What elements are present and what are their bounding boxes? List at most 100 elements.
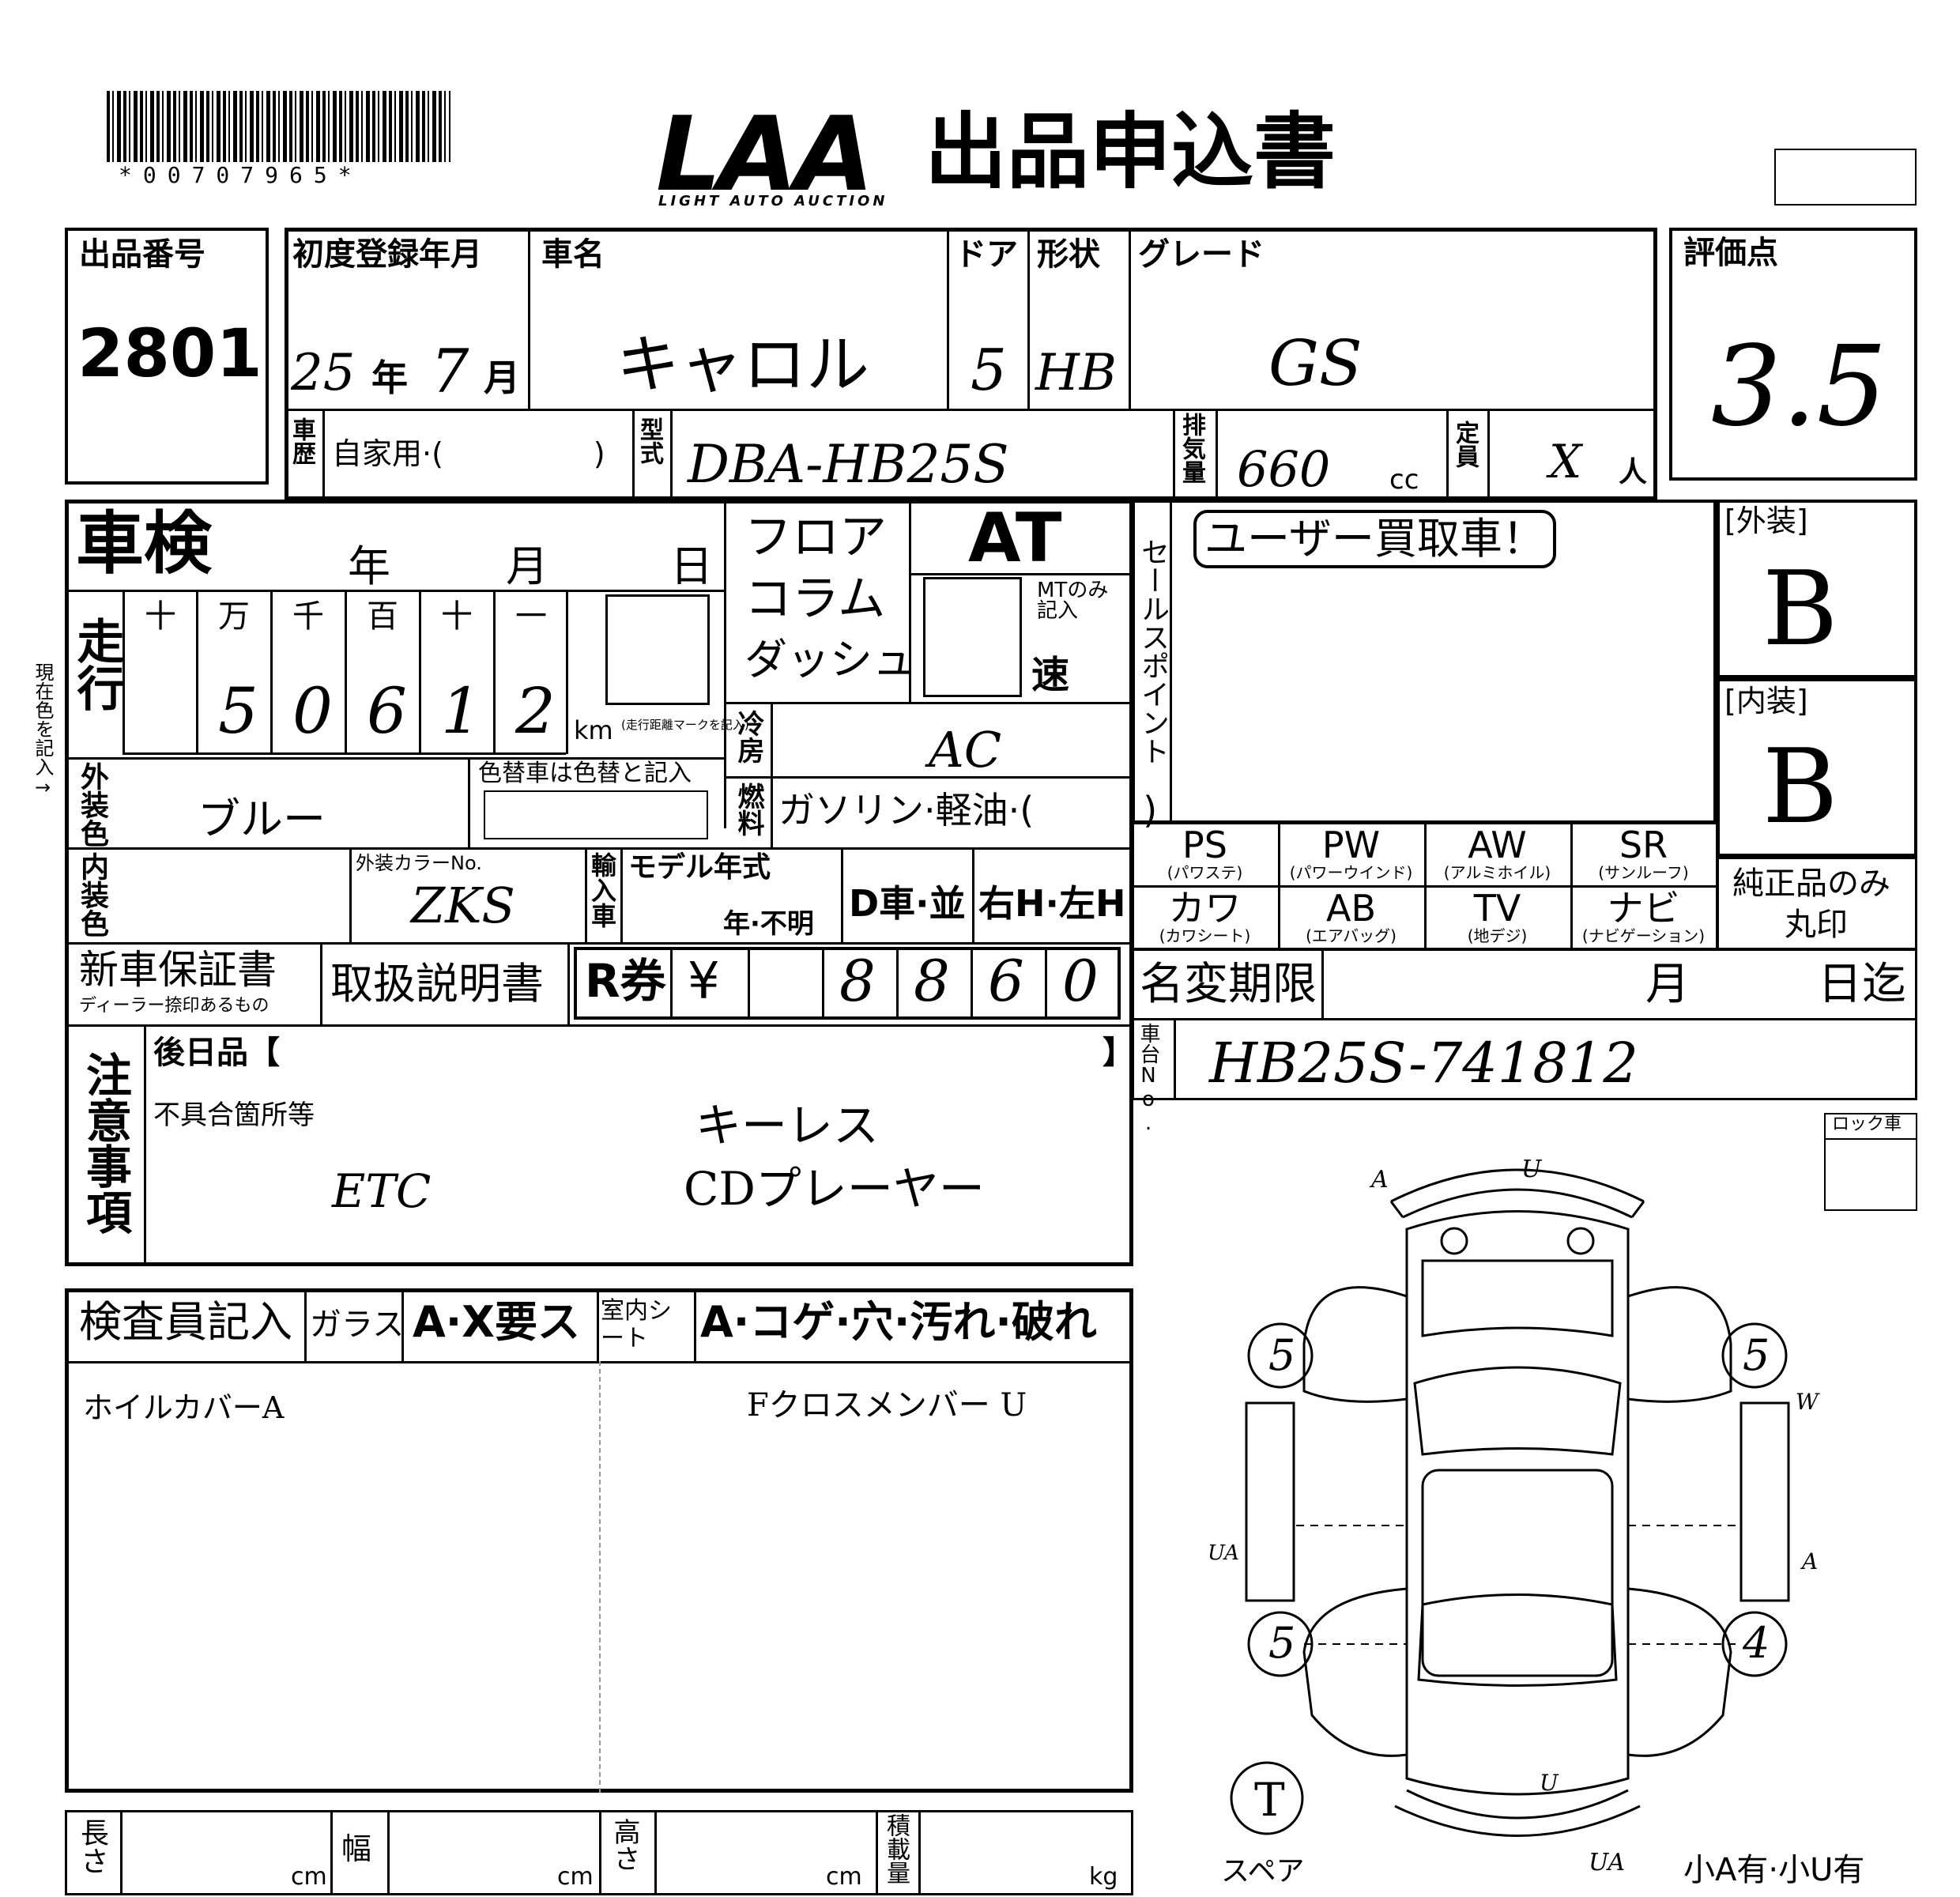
equipment-tv: TV	[1473, 887, 1521, 930]
mileage-mark-box	[605, 594, 710, 705]
equipment-ps: PS	[1182, 824, 1227, 866]
tire-front-right: 5	[1743, 1330, 1770, 1380]
mileage-unit-label: 一	[515, 598, 547, 635]
shift-column: コラム	[744, 571, 886, 627]
fuel-value: ガソリン·軽油·( )	[778, 789, 1158, 832]
notes-label: 注意事項	[78, 1051, 132, 1235]
dim-load: 積載量	[882, 1813, 910, 1884]
shaken-day: 日	[670, 541, 713, 591]
car-name-value: キャロル	[616, 328, 869, 402]
mileage-digit: 6	[367, 674, 407, 748]
main-box	[65, 500, 1133, 1266]
score-box	[1669, 228, 1917, 481]
equipment-sub: (カワシート)	[1159, 926, 1251, 945]
sales-point-stamp: ユーザー買取車！	[1193, 510, 1556, 568]
ac-label: 冷房	[733, 710, 764, 764]
interior-label: [内装]	[1724, 684, 1808, 718]
warranty-label: 新車保証書	[79, 947, 277, 993]
logo-subtitle: LIGHT AUTO AUCTION	[658, 193, 888, 209]
mark-bottom-u: U	[1540, 1770, 1559, 1796]
mileage-note: (走行距離マークを記入)	[621, 718, 749, 732]
displacement-label: 排気量	[1178, 413, 1205, 484]
color-change-box	[484, 790, 708, 839]
shift-speed: 速	[1031, 653, 1070, 697]
shaken-month: 月	[506, 541, 548, 591]
equipment-sub: (アルミホイル)	[1443, 863, 1551, 882]
history-label: 車歴	[288, 417, 315, 465]
displacement-unit: cc	[1389, 464, 1419, 496]
name-change-day: 日迄	[1818, 959, 1906, 1010]
score-value: 3.5	[1711, 322, 1887, 451]
mileage-digit: 5	[218, 674, 258, 748]
inspector-label: 検査員記入	[79, 1297, 292, 1347]
mark-rear-right-a: A	[1802, 1548, 1819, 1575]
exterior-label: [外装]	[1724, 503, 1808, 538]
manual-label: 取扱説明書	[330, 959, 544, 1009]
mileage-unit-label: 十	[441, 598, 473, 635]
exterior-box	[1717, 500, 1917, 678]
shift-at: AT	[968, 499, 1062, 578]
equipment-ab: AB	[1325, 887, 1377, 930]
color-change-label: 色替車は色替と記入	[478, 760, 692, 787]
dim-width-unit: cm	[557, 1863, 594, 1891]
mark-front-a: A	[1371, 1166, 1389, 1194]
dim-height-unit: cm	[826, 1863, 862, 1891]
mileage-digit: 1	[441, 674, 481, 748]
margin-note: 現在色を記入→	[32, 662, 54, 798]
shift-floor: フロア	[744, 510, 887, 565]
import-label: 輸入車	[587, 852, 617, 928]
vehicle-info-box	[285, 228, 1657, 500]
model-code-value: DBA-HB25S	[688, 434, 1009, 495]
mark-bottom-ua: UA	[1589, 1849, 1626, 1876]
displacement-value: 660	[1237, 440, 1331, 498]
glass-label: ガラス	[310, 1307, 405, 1343]
mileage-unit-label: 十	[145, 598, 176, 635]
color-code-label: 外装カラーNo.	[356, 852, 482, 874]
recycle-digit: 8	[914, 948, 950, 1014]
registration-year: 25	[291, 344, 356, 402]
name-change-box	[1132, 948, 1917, 1100]
lot-number: 2801	[77, 315, 262, 392]
inspector-comment2: Fクロスメンバー U	[747, 1387, 1027, 1424]
note-line-cd: CDプレーヤー	[684, 1162, 985, 1216]
capacity-unit: 人	[1619, 456, 1648, 488]
equipment-sub: (地デジ)	[1467, 926, 1528, 945]
equipment-sub: (ナビゲーション)	[1581, 926, 1706, 945]
registration-month: 7	[431, 336, 469, 406]
barcode	[107, 91, 450, 162]
inspector-comment1: ホイルカバーA	[83, 1390, 285, 1425]
body-type-value: HB	[1035, 344, 1117, 402]
mileage-digit: 2	[515, 674, 556, 748]
equipment-sub: (パワーウインド)	[1289, 863, 1413, 882]
recycle-digit: 6	[988, 948, 1024, 1014]
equipment-sr: SR	[1619, 824, 1668, 866]
equipment-sub: (サンルーフ)	[1598, 863, 1689, 882]
fuel-label: 燃料	[733, 783, 764, 836]
tire-rear-right: 4	[1743, 1618, 1770, 1668]
color-code-value: ZKS	[411, 877, 515, 934]
seat-options: A·コゲ·穴·汚れ·破れ	[700, 1297, 1097, 1347]
equipment-pw: PW	[1321, 824, 1381, 866]
mileage-unit-label: 千	[292, 598, 324, 635]
later-label: 後日品【	[153, 1035, 280, 1071]
later-bracket-close: 】	[1102, 1035, 1134, 1071]
ac-value: AC	[929, 721, 1002, 779]
lot-label: 出品番号	[79, 236, 205, 273]
tire-front-left: 5	[1268, 1330, 1296, 1380]
body-type-label: 形状	[1037, 236, 1100, 273]
name-change-label: 名変期限	[1140, 959, 1317, 1010]
genuine-line1: 純正品のみ	[1732, 866, 1890, 902]
handle-value: 右H·左H	[978, 882, 1126, 925]
form-title: 出品申込書	[925, 104, 1336, 200]
mileage-label: 走行	[69, 617, 124, 711]
recycle-digit: 0	[1062, 948, 1099, 1014]
registration-label: 初度登録年月	[292, 236, 482, 273]
recycle-label: R券	[585, 954, 666, 1008]
mark-right-w: W	[1796, 1389, 1819, 1415]
name-change-month: 月	[1645, 959, 1690, 1010]
model-year-value: 年·不明	[723, 908, 814, 940]
capacity-label: 定員	[1451, 421, 1479, 468]
lot-box	[65, 228, 269, 485]
corner-box	[1774, 149, 1917, 206]
